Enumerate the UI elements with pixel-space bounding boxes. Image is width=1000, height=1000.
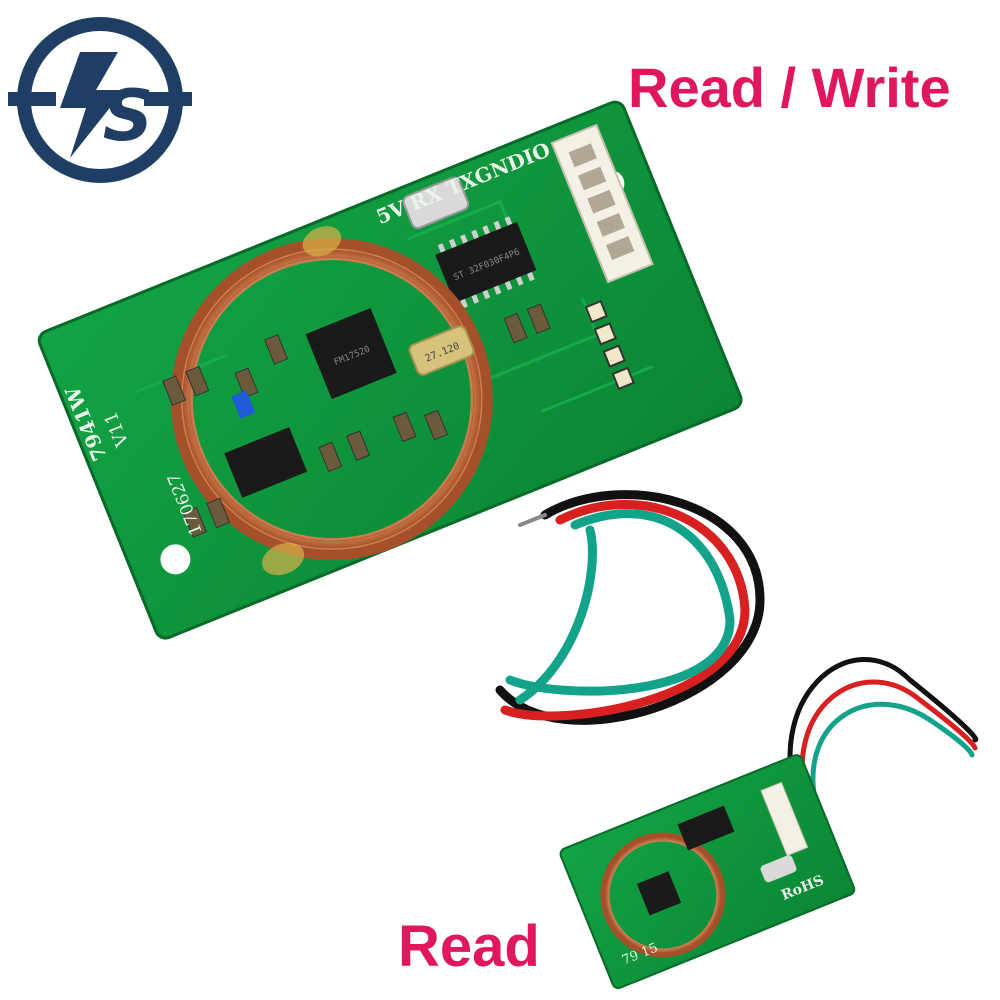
read-write-caption: Read / Write [628, 56, 951, 119]
large-rfid-board: ST 32F030F4P6 5V RX TXGNDIO FM17520 27.1… [37, 100, 743, 640]
read-caption: Read [398, 914, 540, 979]
brand-logo-icon: S [8, 17, 192, 183]
logo-letter: S [103, 75, 153, 157]
small-rfid-board: RoHS 79 15 [559, 754, 856, 990]
small-wire-harness [787, 657, 979, 813]
wire-harness [495, 490, 765, 725]
